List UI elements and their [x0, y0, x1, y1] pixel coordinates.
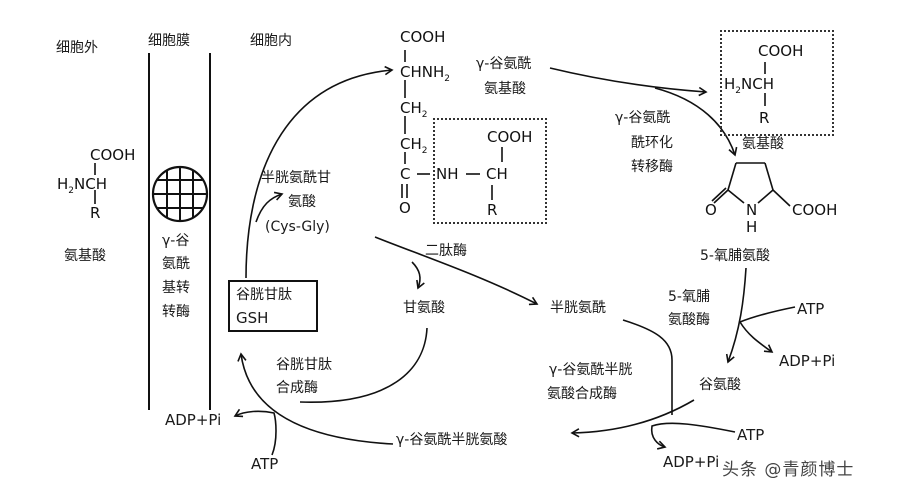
right-aa-label: 氨基酸: [742, 136, 784, 152]
oxoprolinase-line1: 5-氧脯: [668, 289, 710, 305]
watermark: 头条 @青颜博士: [722, 460, 855, 480]
gsh-name: 谷胱甘肽: [236, 287, 292, 303]
dipeptidase-to-gly-arrow: [411, 261, 425, 290]
transporter-enzyme-line2: 氨酰: [162, 256, 190, 272]
oxoproline-o: O: [705, 201, 717, 219]
oxoproline-label: 5-氧脯氨酸: [700, 248, 770, 264]
ggaa-chnh2: CHNH2: [400, 63, 450, 84]
adp-bottom: ADP+Pi: [663, 453, 720, 471]
amino-acid-dotted-box: [433, 118, 547, 224]
transporter-enzyme-line1: γ-谷: [162, 233, 190, 249]
atp-adp-bottom-arrow: [650, 422, 736, 450]
ggaa-r: R: [487, 201, 498, 219]
ggaa-ch: CH: [486, 165, 508, 183]
cysgly-line2: 氨酸: [288, 194, 316, 210]
gsh-synthetase-line2: 合成酶: [276, 380, 318, 396]
left-aa-cooh: COOH: [90, 146, 136, 164]
glycine-label: 甘氨酸: [403, 300, 445, 316]
oxoprolinase-line2: 氨酸酶: [668, 312, 710, 328]
ggaa-to-oxoproline-arrow: [654, 87, 738, 157]
right-aa-dotted-box: [720, 30, 834, 136]
cysgly-to-cys-arrow: [374, 236, 539, 306]
cysgly-branch-arrow: [255, 191, 284, 223]
cysteine-label: 半胱氨酰: [550, 300, 606, 316]
oxoproline-cooh: COOH: [792, 201, 838, 219]
right-aa-cooh: COOH: [758, 42, 804, 60]
ggaa-c: C: [400, 165, 411, 183]
ggaa-label-line2: 氨基酸: [484, 81, 526, 97]
oxoproline-to-glu-arrow: [725, 267, 747, 364]
ggaa-to-aa-arrow: [549, 67, 708, 97]
gsh-to-ggaa-arrow: [245, 65, 394, 279]
ggaa-cooh: COOH: [400, 28, 446, 46]
adp-right: ADP+Pi: [779, 352, 836, 370]
transporter-enzyme-line4: 转酶: [162, 304, 190, 320]
gcs-line1: γ-谷氨酰半胱: [549, 362, 633, 378]
right-aa-r: R: [759, 109, 770, 127]
oxoproline-n: N: [746, 201, 758, 219]
gcs-line2: 氨酸合成酶: [547, 386, 617, 402]
left-aa-h2nch: H2NCH: [57, 175, 107, 196]
transporter-icon: [151, 165, 209, 223]
ggaa-aa-cooh: COOH: [487, 128, 533, 146]
oxoproline-h: H: [746, 218, 758, 236]
adp-left: ADP+Pi: [165, 411, 222, 429]
right-aa-h2nch: H2NCH: [724, 75, 774, 96]
glutamate-label: 谷氨酸: [699, 377, 741, 393]
gsh-synthetase-line1: 谷胱甘肽: [276, 357, 332, 373]
atp-adp-left-arrow: [233, 408, 277, 456]
gly-to-gsh-synthesis: [299, 327, 428, 403]
gsh-box: 谷胱甘肽 GSH: [228, 280, 318, 332]
gsh-abbrev: GSH: [236, 309, 269, 327]
ggaa-label-line1: γ-谷氨酰: [476, 56, 532, 72]
ggaa-ch2-a: CH2: [400, 99, 428, 120]
cyclotransferase-line3: 转移酶: [631, 159, 673, 175]
transporter-enzyme-line3: 基转: [162, 280, 190, 296]
ggc-to-gsh-arrow: [237, 352, 394, 445]
oxoproline-ring-icon: [711, 162, 791, 207]
atp-right: ATP: [797, 300, 825, 318]
left-aa-label: 氨基酸: [64, 248, 106, 264]
membrane-label: 细胞膜: [148, 33, 190, 49]
left-aa-r: R: [90, 204, 101, 222]
cyclotransferase-line1: γ-谷氨酰: [615, 110, 671, 126]
cysgly-line1: 半胱氨酰甘: [261, 170, 331, 186]
cyclotransferase-line2: 酰环化: [631, 135, 673, 151]
atp-left: ATP: [251, 455, 279, 473]
extracellular-label: 细胞外: [56, 40, 98, 56]
ggaa-ch2-b: CH2: [400, 135, 428, 156]
ggaa-o: O: [399, 199, 411, 217]
ggaa-nh: NH: [436, 165, 459, 183]
glu-to-ggc-arrow: [570, 399, 695, 438]
cys-to-gcs-line: [622, 319, 673, 415]
gamma-glu-cys-label: γ-谷氨酰半胱氨酸: [396, 432, 508, 448]
atp-adp-right-arrow: [738, 306, 796, 353]
cysgly-line3: (Cys-Gly): [265, 219, 330, 235]
dipeptidase-label: 二肽酶: [425, 243, 467, 259]
intracellular-label: 细胞内: [250, 33, 292, 49]
atp-bottom: ATP: [737, 426, 765, 444]
